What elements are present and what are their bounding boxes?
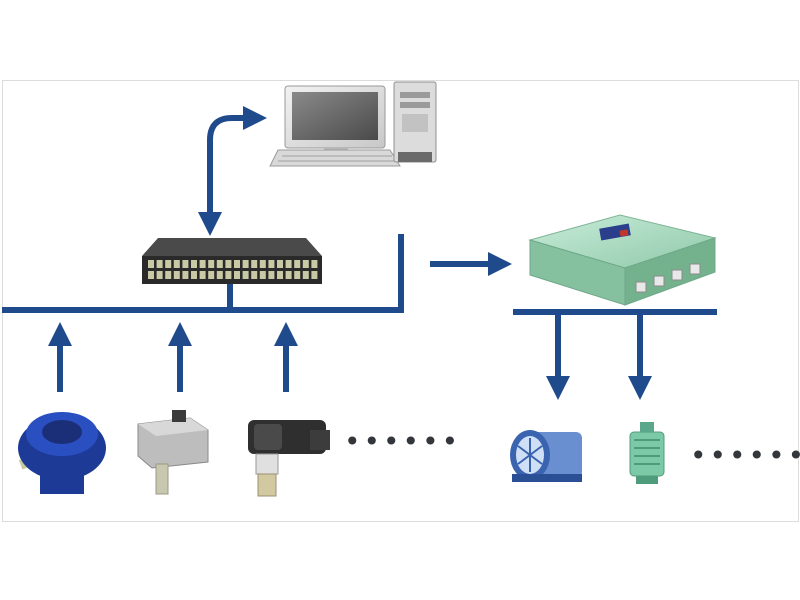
switch-port — [182, 271, 189, 279]
pressure-transmitter-icon — [248, 420, 330, 497]
switch-port — [173, 271, 180, 279]
switch-port — [311, 260, 318, 268]
switch-port — [199, 260, 206, 268]
switch-port — [302, 260, 309, 268]
switch-port — [199, 271, 206, 279]
switch-port — [165, 271, 172, 279]
switch-port — [251, 271, 258, 279]
switch-port — [234, 260, 240, 268]
links — [2, 106, 717, 400]
switch-port — [302, 271, 309, 279]
gas-detector-icon — [18, 412, 106, 494]
switch-port — [251, 260, 258, 268]
switch-port — [225, 260, 232, 268]
switch-port — [148, 271, 154, 279]
switch-port — [285, 260, 292, 268]
more-sensors-ellipsis: •••••• — [344, 425, 462, 458]
switch-port — [191, 271, 197, 279]
switch-port — [156, 271, 163, 279]
axial-fan-icon — [510, 430, 582, 482]
switch-port — [208, 271, 215, 279]
switch-port — [311, 271, 318, 279]
switch-port — [165, 260, 172, 268]
switch-port — [156, 260, 163, 268]
switch-to-computer-link — [207, 106, 267, 218]
switch-port — [294, 271, 301, 279]
switch-port — [173, 260, 180, 268]
switch-port — [234, 271, 240, 279]
switch-port — [268, 260, 275, 268]
duct-sensor-icon — [137, 410, 209, 495]
control-box-icon — [528, 214, 717, 306]
switch-port — [182, 260, 189, 268]
switch-port — [294, 260, 301, 268]
switch-port — [277, 271, 283, 279]
network-switch-icon — [142, 238, 322, 284]
pump-motor-icon — [629, 422, 665, 484]
switch-port — [242, 260, 249, 268]
switch-port — [259, 260, 266, 268]
desktop-computer-icon — [269, 81, 437, 167]
switch-port — [191, 260, 197, 268]
switch-port — [259, 271, 266, 279]
switch-port — [268, 271, 275, 279]
switch-port — [285, 271, 292, 279]
more-actuators-ellipsis: ••••••• — [690, 439, 800, 472]
switch-port — [242, 271, 249, 279]
switch-port — [216, 271, 223, 279]
switch-port — [225, 271, 232, 279]
switch-port — [208, 260, 215, 268]
switch-port — [277, 260, 283, 268]
switch-port — [216, 260, 223, 268]
switch-port — [148, 260, 154, 268]
